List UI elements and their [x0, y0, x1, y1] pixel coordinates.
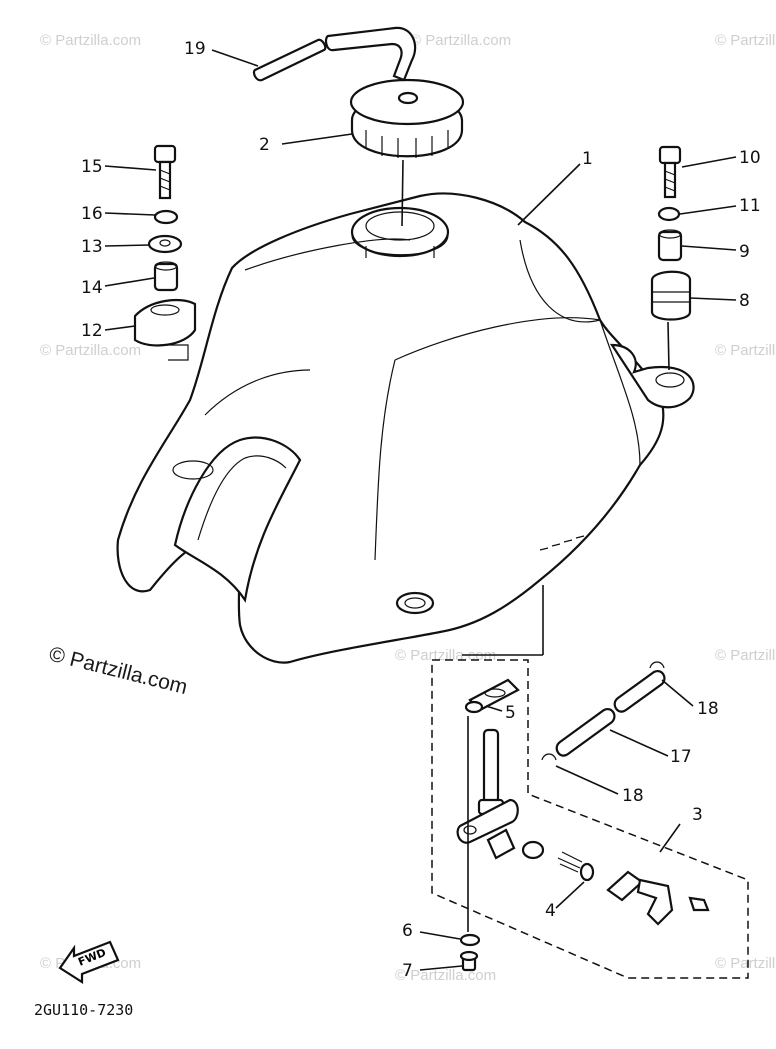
callout-1: 1	[582, 149, 593, 169]
callout-7: 7	[402, 961, 413, 981]
left-mount-hardware	[133, 144, 197, 361]
watermark-main: © Partzilla.com	[47, 643, 190, 700]
watermark-text: © Partzilla.com	[395, 647, 496, 664]
callout-15: 15	[81, 157, 103, 177]
right-mount-hardware	[650, 145, 692, 371]
callout-12: 12	[81, 321, 103, 341]
fuel-cock-assembly	[431, 585, 749, 979]
diagram-code: 2GU110-7230	[34, 1001, 133, 1019]
cap-to-neck-line	[401, 159, 404, 227]
callout-13: 13	[81, 237, 103, 257]
fuel-tank	[116, 192, 695, 664]
callout-17: 17	[670, 747, 692, 767]
watermark-text: © Partzilla.com	[715, 647, 776, 664]
callout-5: 5	[505, 703, 516, 723]
callout-18: 18	[622, 786, 644, 806]
fuel-hose	[541, 661, 666, 761]
callout-10: 10	[739, 148, 761, 168]
fwd-arrow-icon: FWD	[58, 940, 120, 985]
callout-16: 16	[81, 204, 103, 224]
callout-3: 3	[692, 805, 703, 825]
watermark-text: © Partzilla.com	[715, 32, 776, 49]
watermark-text: © Partzilla.com	[395, 967, 496, 984]
callout-11: 11	[739, 196, 761, 216]
callout-8: 8	[739, 291, 750, 311]
fuel-cap	[349, 78, 465, 158]
watermark-text: © Partzilla.com	[715, 342, 776, 359]
callout-9: 9	[739, 242, 750, 262]
breather-hose	[252, 26, 417, 82]
leader-lines	[104, 49, 737, 971]
callout-labels: 19 2 1 15 16 13 14 12 10 11 9 8 5 18 17 …	[81, 39, 761, 981]
callout-6: 6	[402, 921, 413, 941]
callout-19: 19	[184, 39, 206, 59]
watermark-text: © Partzilla.com	[410, 32, 511, 49]
watermark-text: © Partzilla.com	[715, 955, 776, 972]
callout-14: 14	[81, 278, 103, 298]
watermark-text: © Partzilla.com	[40, 342, 141, 359]
callout-18: 18	[697, 699, 719, 719]
callout-2: 2	[259, 135, 270, 155]
watermark-text: © Partzilla.com	[40, 32, 141, 49]
callout-4: 4	[545, 901, 556, 921]
